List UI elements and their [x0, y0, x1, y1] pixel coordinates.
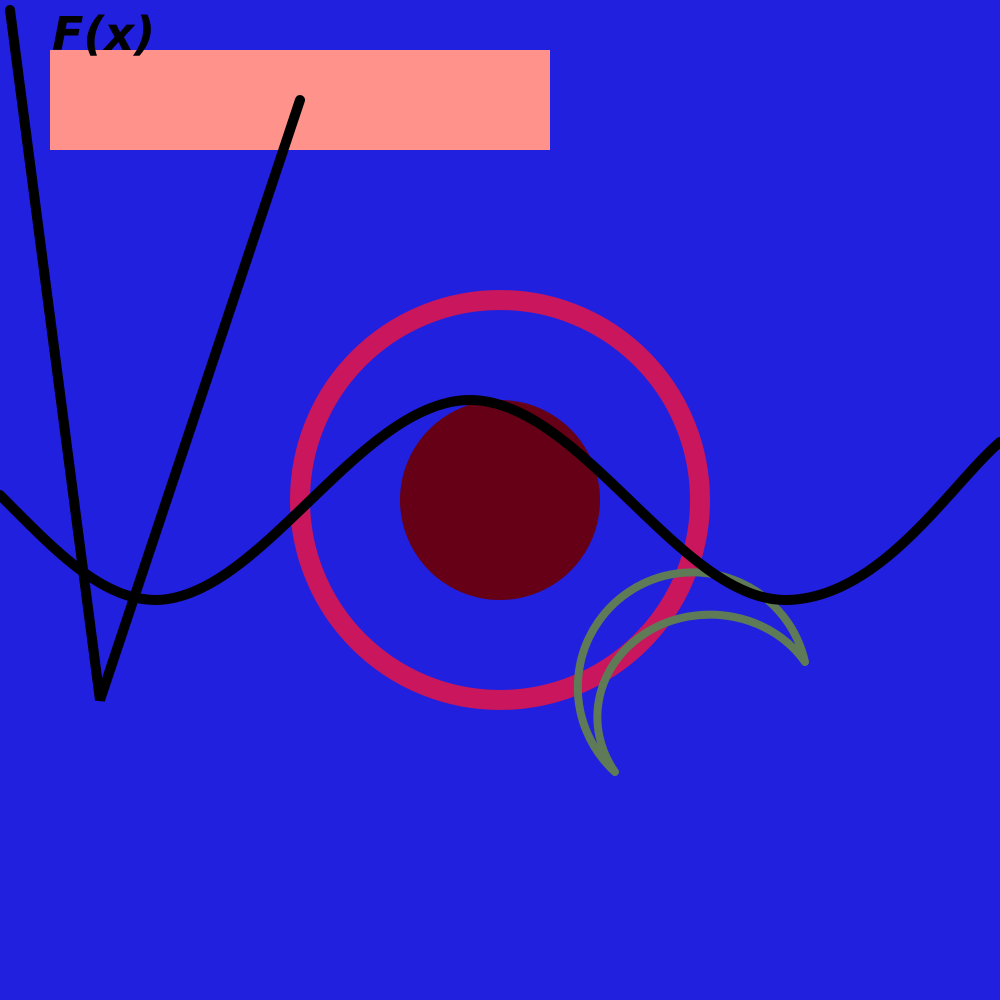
- function-label: F(x): [52, 7, 156, 61]
- dark-red-disc: [400, 400, 600, 600]
- green-crescent: [573, 568, 809, 776]
- v-line: [5, 5, 305, 702]
- magenta-ring: [290, 290, 710, 710]
